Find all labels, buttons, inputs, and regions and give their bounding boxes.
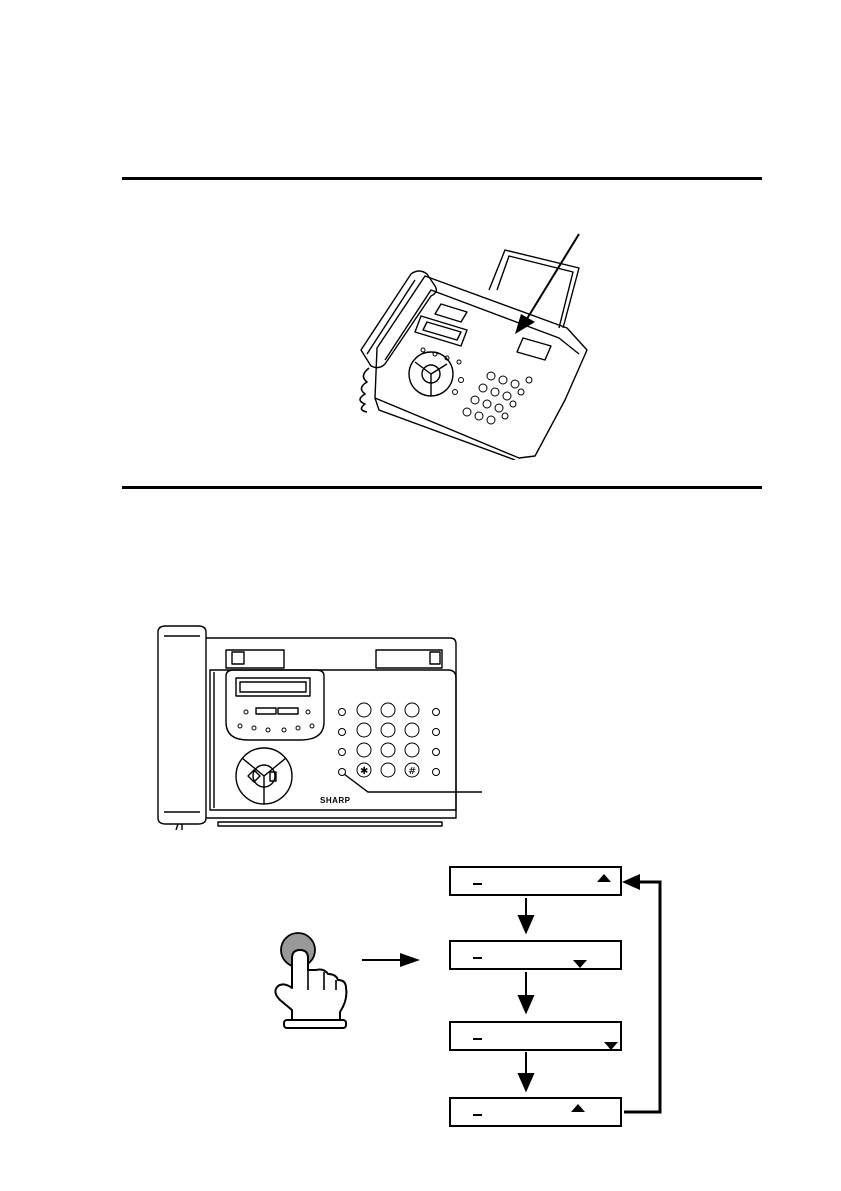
fax-machine-perspective-illustration [355, 230, 605, 460]
down-arrow-icon [519, 996, 533, 1012]
sequence-flow-arrows [440, 860, 670, 1130]
section-rule-middle [122, 486, 762, 489]
right-arrow-icon [362, 950, 422, 970]
down-arrow-icon [519, 1074, 533, 1090]
section-rule-top [122, 177, 762, 180]
loop-back-arrow-icon [622, 874, 640, 890]
svg-text:#: # [408, 766, 416, 777]
brand-logo: SHARP [320, 796, 351, 805]
down-arrow-icon [519, 916, 533, 932]
svg-text:✱: ✱ [360, 766, 368, 777]
hand-pressing-button-icon [266, 930, 354, 1030]
